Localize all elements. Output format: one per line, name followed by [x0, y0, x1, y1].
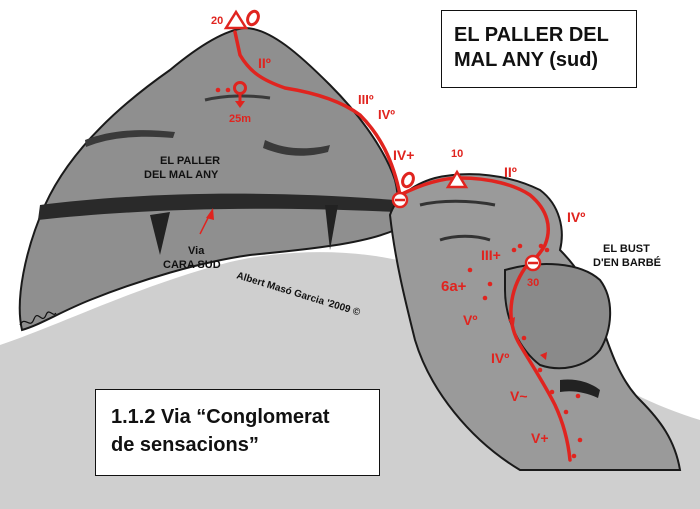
rock-crack [150, 212, 170, 255]
route-name-line2: de sensacions” [111, 434, 259, 456]
route-box: 1.1.2 Via “Conglomerat de sensacions” [95, 389, 380, 476]
grade-1: IIº [258, 55, 271, 71]
route-line [233, 30, 572, 462]
rock-shadow [439, 234, 491, 242]
bolt [215, 87, 221, 93]
grade-11: V~ [510, 388, 528, 404]
via-arrow-head [206, 208, 214, 220]
title-box: EL PALLER DEL MAL ANY (sud) [441, 10, 637, 88]
signature-icon [19, 311, 57, 326]
rappel-anchor-icon [233, 81, 247, 108]
belay-icon [246, 9, 260, 27]
rock-crack [204, 94, 271, 102]
via-label-line1: Via [188, 245, 205, 257]
grade-4: IV+ [393, 147, 414, 163]
summit-triangle-icon [223, 9, 249, 30]
grade-7: III+ [481, 247, 501, 263]
title-line2: MAL ANY (sud) [454, 49, 599, 71]
stance-icon [391, 191, 409, 209]
grade-10: IVº [491, 350, 509, 366]
bolts [467, 243, 583, 459]
grade-6: IVº [567, 209, 585, 225]
rock-paller [18, 26, 399, 332]
belay-number: 30 [527, 277, 539, 289]
grade-3: IVº [378, 107, 395, 122]
grade-5: IIº [504, 164, 517, 180]
rock-crack [325, 205, 338, 250]
anchor-length: 25m [229, 113, 251, 125]
peak-triangle-icon [445, 169, 469, 189]
bust-label-line2: D'EN BARBÉ [593, 256, 661, 269]
via-label-line2: CARA SUD [163, 259, 221, 271]
peak-number: 10 [451, 148, 463, 160]
summit-number: 20 [211, 15, 223, 27]
grade-2: IIIº [358, 92, 374, 107]
rock-name-line2: DEL MAL ANY [144, 169, 219, 181]
belay-icon [401, 171, 415, 189]
rock-band [38, 193, 395, 220]
rock-crack [263, 140, 330, 156]
bust-label-line1: EL BUST [603, 243, 650, 255]
stance-icon [524, 254, 542, 272]
route-name-line1: 1.1.2 Via “Conglomerat [111, 406, 330, 428]
grade-8: 6a+ [441, 278, 467, 295]
piton-icon [508, 317, 547, 360]
rock-name-line1: EL PALLER [160, 155, 220, 167]
grade-9: Vº [463, 312, 477, 328]
rock-shadow [419, 199, 496, 207]
rock-crack [85, 130, 175, 147]
rock-shadow [560, 379, 600, 398]
grade-12: V+ [531, 430, 549, 446]
bolt [225, 87, 231, 93]
title-line1: EL PALLER DEL [454, 24, 609, 46]
